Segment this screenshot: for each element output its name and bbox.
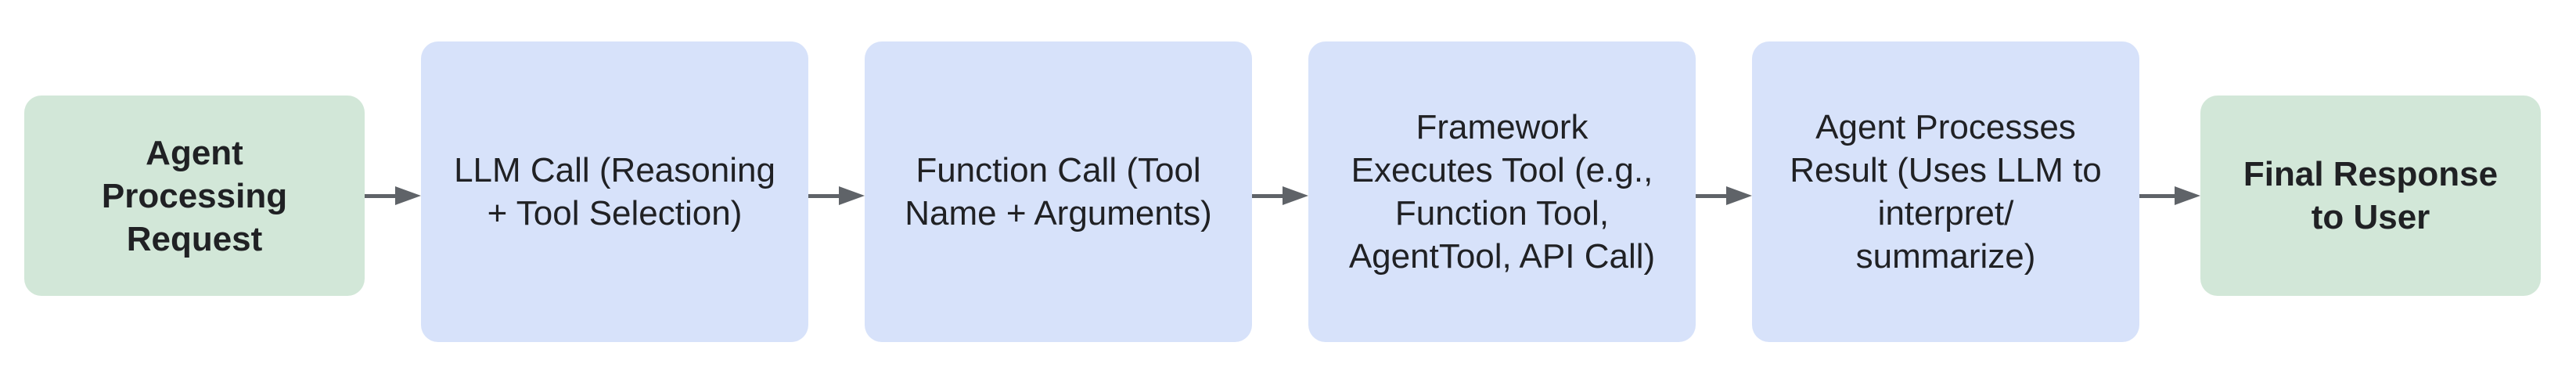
arrow-shaft bbox=[2139, 194, 2178, 198]
arrowhead-icon bbox=[2175, 186, 2200, 205]
arrow-shaft bbox=[365, 194, 399, 198]
arrow-shaft bbox=[808, 194, 843, 198]
node-final-response-to-user: Final Response to User bbox=[2200, 96, 2541, 296]
flow-arrow-4 bbox=[1696, 186, 1752, 205]
node-llm-call: LLM Call (Reasoning + Tool Selection) bbox=[421, 41, 808, 342]
arrow-shaft bbox=[1252, 194, 1286, 198]
arrowhead-icon bbox=[839, 186, 865, 205]
arrowhead-icon bbox=[395, 186, 421, 205]
flow-arrow-2 bbox=[808, 186, 865, 205]
arrowhead-icon bbox=[1283, 186, 1308, 205]
arrowhead-icon bbox=[1726, 186, 1752, 205]
flow-arrow-1 bbox=[365, 186, 421, 205]
flow-arrow-3 bbox=[1252, 186, 1308, 205]
arrow-shaft bbox=[1696, 194, 1730, 198]
node-framework-executes-tool: Framework Executes Tool (e.g., Function … bbox=[1308, 41, 1696, 342]
flow-arrow-5 bbox=[2139, 186, 2200, 205]
node-agent-processes-result: Agent Processes Result (Uses LLM to inte… bbox=[1752, 41, 2139, 342]
node-agent-processing-request: Agent Processing Request bbox=[24, 96, 365, 296]
node-function-call: Function Call (Tool Name + Arguments) bbox=[865, 41, 1252, 342]
